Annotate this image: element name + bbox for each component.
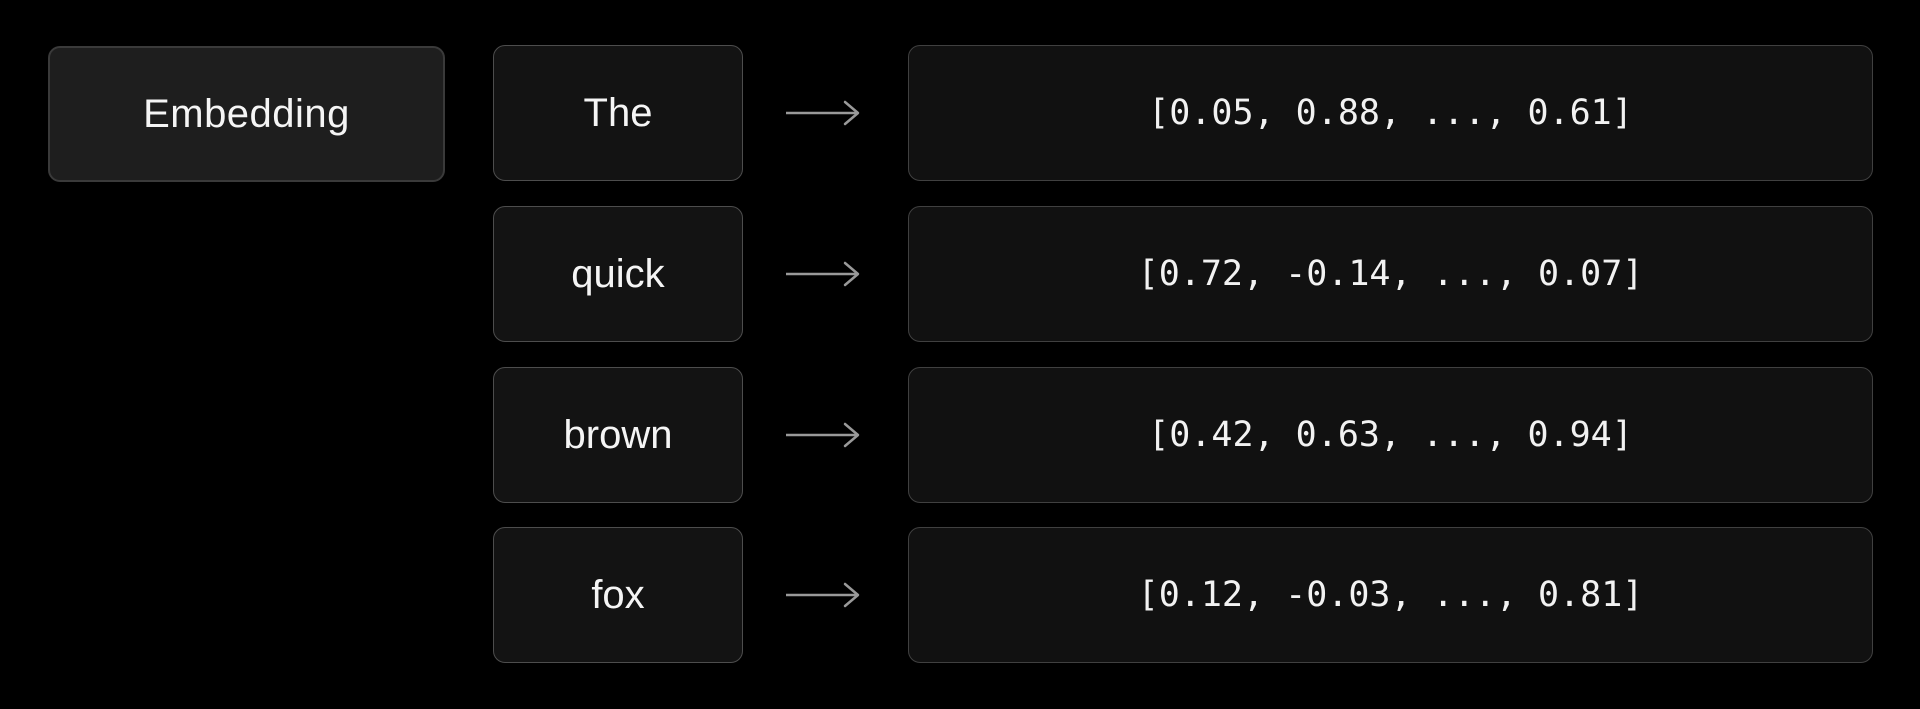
vector-box: [0.05, 0.88, ..., 0.61] <box>908 45 1873 181</box>
token-label: fox <box>591 572 645 617</box>
arrow-right-icon <box>785 420 865 450</box>
vector-text: [0.12, -0.03, ..., 0.81] <box>1137 575 1644 615</box>
vector-box: [0.42, 0.63, ..., 0.94] <box>908 367 1873 503</box>
token-box-fox: fox <box>493 527 743 663</box>
token-box-the: The <box>493 45 743 181</box>
token-label: brown <box>563 412 673 457</box>
arrow-right-icon <box>785 98 865 128</box>
vector-box: [0.72, -0.14, ..., 0.07] <box>908 206 1873 342</box>
arrow-right-icon <box>785 580 865 610</box>
embedding-label: Embedding <box>143 91 350 136</box>
token-box-quick: quick <box>493 206 743 342</box>
token-label: quick <box>571 251 665 296</box>
arrow-right-icon <box>785 259 865 289</box>
vector-box: [0.12, -0.03, ..., 0.81] <box>908 527 1873 663</box>
token-label: The <box>583 90 653 135</box>
token-box-brown: brown <box>493 367 743 503</box>
embedding-label-box: Embedding <box>48 46 445 182</box>
vector-text: [0.72, -0.14, ..., 0.07] <box>1137 254 1644 294</box>
vector-text: [0.05, 0.88, ..., 0.61] <box>1148 93 1633 133</box>
vector-text: [0.42, 0.63, ..., 0.94] <box>1148 415 1633 455</box>
